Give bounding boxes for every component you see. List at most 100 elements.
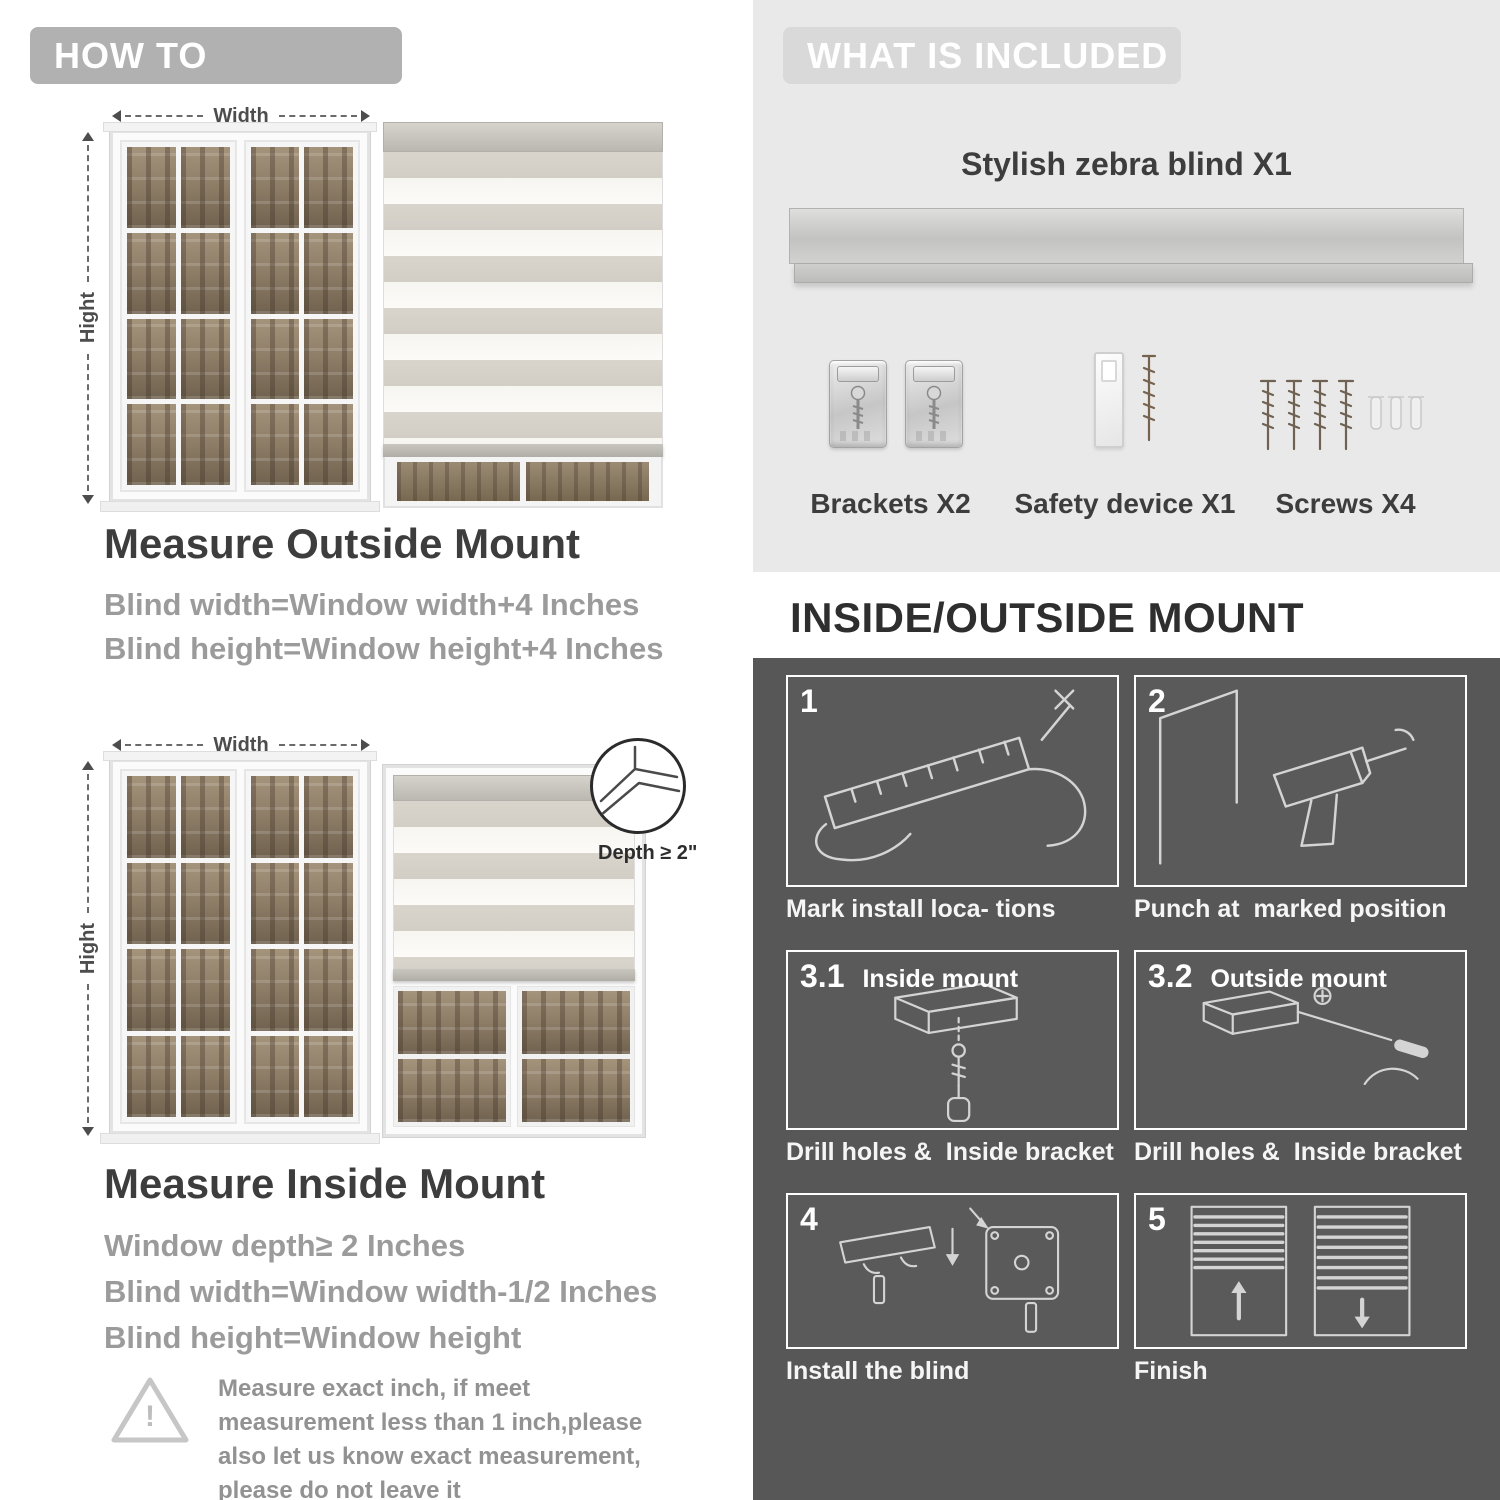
step-5: 5	[1134, 1193, 1467, 1386]
step-3-2-box: 3.2 Outside mount	[1134, 950, 1467, 1130]
dashed-line	[278, 115, 358, 117]
dashed-line	[125, 744, 204, 746]
inside-mount-heading: Measure Inside Mount	[104, 1160, 546, 1207]
step-caption: Punch at marked position	[1134, 895, 1447, 923]
what-is-included-banner: WHAT IS INCLUDED	[783, 27, 1181, 84]
inside-mount-rule-height: Blind height=Window height	[104, 1320, 522, 1355]
inside-bracket-illustration	[894, 982, 1018, 1123]
height-label: Hight	[76, 922, 99, 975]
screw-icon	[926, 385, 941, 429]
arrow-left-icon	[112, 110, 121, 122]
headrail-bar	[789, 208, 1464, 264]
outside-mount-rule-height: Blind height=Window height+4 Inches	[104, 631, 664, 666]
width-measure: Width	[112, 104, 371, 127]
window-corner-illustration	[599, 745, 681, 817]
mount-section-title: INSIDE/OUTSIDE MOUNT	[790, 594, 1305, 641]
window-illustration	[100, 122, 380, 512]
step-caption: Drill holes & Inside bracket	[786, 1138, 1114, 1166]
step-number: 1	[800, 683, 818, 719]
safety-device-illustration	[1023, 352, 1228, 448]
step-number: 3.1	[800, 958, 845, 994]
safety-device-icon	[1093, 352, 1124, 448]
blind-bottom-rail	[393, 969, 635, 981]
brackets-illustration	[808, 360, 983, 448]
mark-locations-illustration	[815, 689, 1087, 862]
warning-text: Measure exact inch, if meet measurement …	[218, 1375, 643, 1500]
inside-mount-rule-width: Blind width=Window width-1/2 Inches	[104, 1274, 658, 1309]
outside-mount-window-diagram: Width Hight	[76, 104, 380, 512]
step-number: 3.2	[1148, 958, 1193, 994]
inside-mount-rule-depth: Window depth≥ 2 Inches	[104, 1228, 466, 1263]
step-2-box: 2	[1134, 675, 1467, 887]
step-3-1-box: 3.1 Inside mount	[786, 950, 1119, 1130]
step-3-2: 3.2 Outside mount	[1134, 950, 1467, 1167]
how-to-measure-banner: HOW TO MEASURE	[30, 27, 402, 133]
screw-icon	[850, 385, 865, 429]
step-number: 4	[800, 1201, 818, 1237]
blind-item-label: Stylish zebra blind X1	[961, 146, 1292, 182]
exclamation-mark: !	[145, 1400, 155, 1433]
window-illustration	[100, 751, 380, 1144]
step-number: 2	[1148, 683, 1166, 719]
dashed-line	[87, 984, 89, 1123]
bracket-icon	[828, 360, 887, 448]
headrail-lip	[794, 263, 1473, 283]
window-sash	[243, 140, 360, 492]
step-1-box: 1	[786, 675, 1119, 887]
step-inner-label: Outside mount	[1210, 965, 1387, 993]
safety-device-label: Safety device X1	[1014, 488, 1236, 519]
zebra-blind-headrail-illustration	[789, 208, 1473, 283]
arrow-up-icon	[82, 132, 94, 141]
step-number: 5	[1148, 1201, 1166, 1237]
mount-steps-section: 1 Mark install loca-	[753, 658, 1500, 1500]
height-label: Hight	[76, 292, 99, 344]
dashed-line	[87, 145, 89, 283]
arrow-down-icon	[82, 1127, 94, 1136]
finished-blinds-illustration	[1190, 1205, 1411, 1337]
window-sash	[243, 769, 360, 1124]
window-sash	[120, 769, 237, 1124]
brackets-label: Brackets X2	[810, 488, 971, 519]
inside-mount-window-diagram: Width Hight	[76, 733, 380, 1144]
height-measure: Hight	[76, 132, 99, 504]
what-is-included-section: WHAT IS INCLUDED Stylish zebra blind X1	[753, 0, 1500, 572]
drill-illustration	[1158, 689, 1415, 865]
zebra-stripes	[383, 152, 663, 444]
dashed-line	[87, 353, 89, 491]
window-below-blind	[393, 986, 635, 1127]
arrow-left-icon	[112, 739, 121, 751]
how-to-measure-section: HOW TO MEASURE Width Hight	[30, 27, 698, 1500]
step-4: 4	[786, 1193, 1119, 1386]
width-label: Width	[213, 733, 269, 756]
outside-mount-heading: Measure Outside Mount	[104, 520, 581, 567]
outside-bracket-illustration	[1202, 986, 1429, 1086]
outside-mount-blind-diagram	[383, 122, 663, 508]
width-measure: Width	[112, 733, 371, 756]
width-label: Width	[213, 104, 269, 127]
step-caption: Finish	[1134, 1357, 1208, 1385]
step-3-1: 3.1 Inside mount	[786, 950, 1119, 1167]
window-sash	[120, 140, 237, 492]
steps-grid: 1 Mark install loca-	[753, 658, 1500, 1500]
depth-note: Depth ≥ 2"	[598, 842, 698, 864]
bracket-icon	[904, 360, 963, 448]
outside-mount-rule-width: Blind width=Window width+4 Inches	[104, 587, 640, 622]
step-caption: Drill holes & Inside bracket	[1134, 1138, 1462, 1166]
arrow-right-icon	[361, 739, 371, 751]
dashed-line	[87, 774, 89, 913]
dashed-line	[278, 744, 358, 746]
warning-triangle-icon: !	[108, 1372, 192, 1448]
step-inner-label: Inside mount	[862, 965, 1019, 993]
arrow-right-icon	[361, 110, 371, 122]
step-caption: Mark install loca- tions	[786, 895, 1056, 923]
blind-cassette	[383, 122, 663, 152]
arrow-down-icon	[82, 495, 94, 504]
install-blind-illustration	[839, 1207, 1060, 1333]
dashed-line	[125, 115, 204, 117]
step-caption: Install the blind	[786, 1357, 970, 1385]
step-4-box: 4	[786, 1193, 1119, 1349]
window-below-blind	[383, 457, 663, 508]
measure-warning: ! Measure exact inch, if meet measuremen…	[108, 1372, 688, 1500]
screws-illustration	[1253, 375, 1433, 468]
